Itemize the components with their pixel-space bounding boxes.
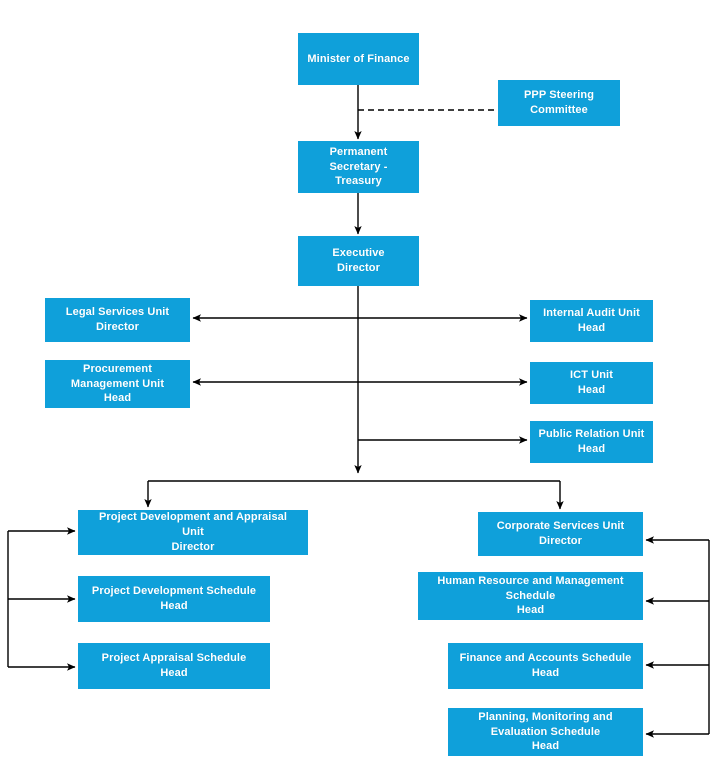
- node-label-line: Schedule: [505, 589, 556, 602]
- node-label-line: Minister of Finance: [307, 52, 410, 65]
- node-label-line: Head: [531, 667, 560, 679]
- node-label-line: Director: [337, 262, 380, 274]
- node-label-line: Head: [160, 600, 188, 612]
- node-minister-of-finance[interactable]: Minister of Finance: [298, 33, 419, 85]
- node-label-line: Head: [577, 443, 606, 455]
- node-label-line: Director: [171, 540, 215, 553]
- node-label-line: Director: [539, 535, 582, 547]
- node-label-line: Finance and Accounts Schedule: [459, 652, 632, 665]
- node-label-line: Corporate Services Unit: [496, 520, 625, 533]
- node-label-line: Planning, Monitoring and: [478, 710, 613, 723]
- node-label-line: Legal Services Unit: [65, 306, 170, 319]
- node-label-line: Director: [96, 321, 139, 333]
- node-label-line: PPP Steering: [523, 89, 595, 102]
- node-label-line: Head: [516, 604, 545, 617]
- node-label-line: Human Resource and Management: [437, 574, 624, 587]
- node-label-line: Head: [577, 384, 606, 396]
- node-label-line: Project Appraisal Schedule: [101, 652, 247, 665]
- node-label-line: Project Development and Appraisal: [98, 511, 288, 524]
- node-label-line: Head: [160, 667, 188, 679]
- node-label-line: Head: [103, 392, 132, 405]
- node-label-line: Treasury: [335, 175, 382, 188]
- node-label-line: Head: [531, 740, 560, 753]
- node-label: Minister of Finance: [302, 52, 415, 67]
- node-label-line: Permanent: [329, 145, 388, 158]
- node-label-line: ICT Unit: [570, 369, 613, 382]
- node-label-line: Evaluation Schedule: [490, 725, 601, 738]
- node-label-line: Procurement: [83, 362, 152, 375]
- node-label-line: Unit: [182, 526, 204, 539]
- node-label-line: Public Relation Unit: [538, 428, 645, 441]
- node-label-line: Committee: [530, 104, 588, 116]
- node-label-line: Management Unit: [70, 377, 165, 390]
- node-label-line: Project Development Schedule: [91, 585, 257, 598]
- node-label-line: Executive: [332, 247, 385, 260]
- node-label-line: Internal Audit Unit: [543, 307, 640, 320]
- node-label-line: Head: [577, 322, 606, 334]
- node-label-line: Secretary -: [329, 160, 388, 173]
